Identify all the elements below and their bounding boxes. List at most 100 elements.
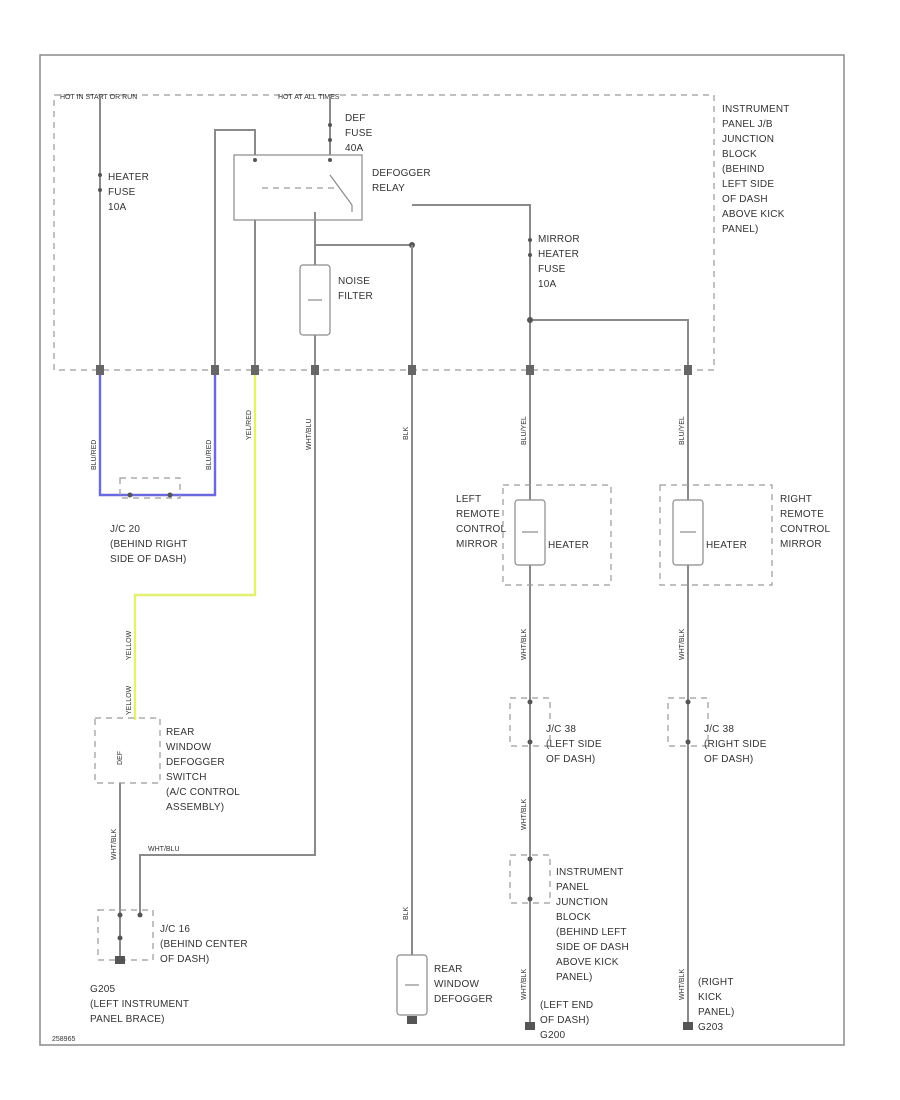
svg-text:J/C 38: J/C 38 <box>546 724 576 735</box>
svg-text:PANEL): PANEL) <box>556 972 593 983</box>
svg-text:SIDE OF DASH: SIDE OF DASH <box>556 942 629 953</box>
svg-text:MIRROR: MIRROR <box>456 539 498 550</box>
def-fuse-label: DEF FUSE 40A <box>345 113 373 154</box>
mirror-right-feed <box>530 319 689 375</box>
jc20-label: J/C 20 (BEHIND RIGHT SIDE OF DASH) <box>110 524 187 565</box>
wire-label-mirror-right: BLU/YEL <box>679 416 686 445</box>
svg-text:NOISE: NOISE <box>338 276 370 287</box>
svg-text:FUSE: FUSE <box>345 128 373 139</box>
svg-text:RELAY: RELAY <box>372 183 405 194</box>
svg-text:OF DASH): OF DASH) <box>704 754 753 765</box>
svg-text:RIGHT: RIGHT <box>780 494 812 505</box>
heater-fuse-label: HEATER FUSE 10A <box>108 172 149 213</box>
def-fuse-contact <box>328 123 332 127</box>
right-mirror-label: RIGHT REMOTE CONTROL MIRROR <box>780 494 831 550</box>
rear-defogger-ground <box>407 1016 417 1024</box>
jc38-right-label: J/C 38 (RIGHT SIDE OF DASH) <box>704 724 767 765</box>
mirror-fuse-label: MIRROR HEATER FUSE 10A <box>538 234 580 290</box>
defogger-relay-label: DEFOGGER RELAY <box>372 168 431 194</box>
noise-filter-label: NOISE FILTER <box>338 276 373 302</box>
jc20-connector <box>119 477 181 499</box>
g205-ground-symbol <box>115 956 125 964</box>
svg-text:G203: G203 <box>698 1022 724 1033</box>
diagram-frame <box>39 54 845 1046</box>
svg-text:PANEL BRACE): PANEL BRACE) <box>90 1014 165 1025</box>
jc16-label: J/C 16 (BEHIND CENTER OF DASH) <box>160 924 248 965</box>
svg-text:DEFOGGER: DEFOGGER <box>434 994 493 1005</box>
noise-filter-ground-wire <box>139 375 316 915</box>
svg-text:CONTROL: CONTROL <box>456 524 507 535</box>
svg-text:OF DASH: OF DASH <box>722 194 768 205</box>
svg-text:PANEL): PANEL) <box>722 224 759 235</box>
blue-wire-left <box>98 375 180 497</box>
jc16-pin-2 <box>137 912 143 918</box>
wire-label-wht-blk-l3: WHT/BLK <box>521 969 528 1000</box>
svg-text:10A: 10A <box>108 202 127 213</box>
svg-text:WINDOW: WINDOW <box>434 979 479 990</box>
svg-text:CONTROL: CONTROL <box>780 524 831 535</box>
relay-pin-right <box>328 158 332 162</box>
svg-text:(BEHIND: (BEHIND <box>722 164 765 175</box>
svg-text:FILTER: FILTER <box>338 291 373 302</box>
def-fuse-contact-2 <box>328 138 332 142</box>
svg-text:MIRROR: MIRROR <box>538 234 580 245</box>
mirror-fuse-contact-2 <box>528 253 532 257</box>
svg-text:ABOVE KICK: ABOVE KICK <box>722 209 785 220</box>
wire-label-yel-red: YEL/RED <box>246 410 253 440</box>
svg-text:REMOTE: REMOTE <box>780 509 824 520</box>
jc20-pin-right <box>167 492 173 498</box>
svg-text:(A/C CONTROL: (A/C CONTROL <box>166 787 240 798</box>
svg-text:(RIGHT: (RIGHT <box>698 977 734 988</box>
left-mirror-assembly <box>502 484 612 586</box>
wire-label-wht-blu-h: WHT/BLU <box>148 846 180 853</box>
wire-label-blue-left: BLU/RED <box>91 440 98 470</box>
svg-text:DEFOGGER: DEFOGGER <box>372 168 431 179</box>
junction-block-area <box>53 94 715 371</box>
wire-label-blue-right: BLU/RED <box>206 440 213 470</box>
svg-text:10A: 10A <box>538 279 557 290</box>
svg-text:J/C 16: J/C 16 <box>160 924 190 935</box>
g205-label: G205 (LEFT INSTRUMENT PANEL BRACE) <box>90 984 189 1025</box>
wire-label-blk-rear-low: BLK <box>403 906 410 920</box>
svg-text:40A: 40A <box>345 143 364 154</box>
jc16-pin-3 <box>117 935 123 941</box>
wire-label-yel-bottom: YELLOW <box>126 685 133 715</box>
svg-text:SWITCH: SWITCH <box>166 772 207 783</box>
svg-text:JUNCTION: JUNCTION <box>722 134 774 145</box>
top-label-all-times: HOT AT ALL TIMES <box>278 94 340 101</box>
top-label-run: HOT IN START OR RUN <box>60 94 137 101</box>
left-mirror-heater-label: HEATER <box>548 540 589 551</box>
svg-text:BLOCK: BLOCK <box>722 149 757 160</box>
jc16-pin-1 <box>117 912 123 918</box>
svg-text:OF DASH): OF DASH) <box>546 754 595 765</box>
svg-text:(LEFT SIDE: (LEFT SIDE <box>546 739 602 750</box>
jc38-left-pin-1 <box>527 699 533 705</box>
svg-text:ABOVE KICK: ABOVE KICK <box>556 957 619 968</box>
svg-text:OF DASH): OF DASH) <box>540 1015 589 1026</box>
left-ground-label: (LEFT END OF DASH) G200 <box>540 1000 593 1041</box>
svg-text:J/C 38: J/C 38 <box>704 724 734 735</box>
mirror-fuse-contact <box>528 238 532 242</box>
wire-label-mirror-left: BLU/YEL <box>521 416 528 445</box>
svg-text:(LEFT INSTRUMENT: (LEFT INSTRUMENT <box>90 999 189 1010</box>
right-mirror-heater-label: HEATER <box>706 540 747 551</box>
svg-text:REMOTE: REMOTE <box>456 509 500 520</box>
svg-text:REAR: REAR <box>434 964 463 975</box>
footer-code: 258965 <box>52 1036 75 1043</box>
junction-block-label: INSTRUMENT PANEL J/B JUNCTION BLOCK (BEH… <box>722 104 789 235</box>
ip-jb-lower-pin-2 <box>527 896 533 902</box>
wire-label-wht-blk-l1: WHT/BLK <box>521 629 528 660</box>
yellow-wire <box>133 375 257 720</box>
svg-text:(BEHIND LEFT: (BEHIND LEFT <box>556 927 627 938</box>
wire-label-yel-top: YELLOW <box>126 630 133 660</box>
svg-text:MIRROR: MIRROR <box>780 539 822 550</box>
rear-window-switch <box>94 717 161 784</box>
relay-switch <box>329 174 353 206</box>
jc38-left-pin-2 <box>527 739 533 745</box>
svg-text:LEFT: LEFT <box>456 494 481 505</box>
jb-connector-pins <box>96 365 692 375</box>
wire-label-blk-rear: BLK <box>403 426 410 440</box>
svg-text:HEATER: HEATER <box>108 172 149 183</box>
svg-text:BLOCK: BLOCK <box>556 912 591 923</box>
